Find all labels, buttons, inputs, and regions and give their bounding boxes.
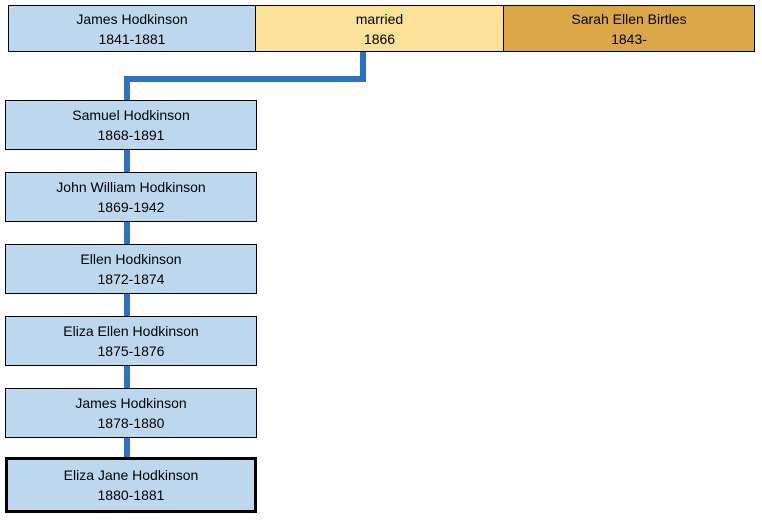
person-name: Eliza Jane Hodkinson xyxy=(63,467,199,483)
person-box-child: Ellen Hodkinson 1872-1874 xyxy=(5,244,257,294)
marriage-year: 1866 xyxy=(363,30,396,47)
connector-marriage-drop-line xyxy=(360,52,366,82)
person-dates: 1878-1880 xyxy=(97,415,165,431)
marriage-box: married 1866 xyxy=(255,5,504,52)
person-name: Ellen Hodkinson xyxy=(80,251,182,267)
person-box-father: James Hodkinson 1841-1881 xyxy=(8,5,256,52)
person-dates: 1843- xyxy=(611,30,647,47)
person-name: Eliza Ellen Hodkinson xyxy=(63,323,199,339)
person-box-mother: Sarah Ellen Birtles 1843- xyxy=(503,5,755,52)
person-dates: 1868-1891 xyxy=(97,127,165,143)
person-name: Sarah Ellen Birtles xyxy=(571,10,687,27)
person-dates: 1875-1876 xyxy=(97,343,165,359)
person-box-child: James Hodkinson 1878-1880 xyxy=(5,388,257,438)
person-box-child: John William Hodkinson 1869-1942 xyxy=(5,172,257,222)
person-box-child: Eliza Ellen Hodkinson 1875-1876 xyxy=(5,316,257,366)
person-dates: 1872-1874 xyxy=(97,271,165,287)
person-dates: 1880-1881 xyxy=(97,487,165,503)
person-name: John William Hodkinson xyxy=(56,179,206,195)
connector-horizontal-line xyxy=(124,76,366,82)
person-dates: 1841-1881 xyxy=(98,30,166,47)
person-name: James Hodkinson xyxy=(75,395,187,411)
person-name: Samuel Hodkinson xyxy=(72,107,190,123)
person-name: James Hodkinson xyxy=(76,10,188,27)
marriage-label: married xyxy=(355,10,404,27)
person-box-child: Samuel Hodkinson 1868-1891 xyxy=(5,100,257,150)
person-box-child-highlighted: Eliza Jane Hodkinson 1880-1881 xyxy=(5,457,257,513)
person-dates: 1869-1942 xyxy=(97,199,165,215)
